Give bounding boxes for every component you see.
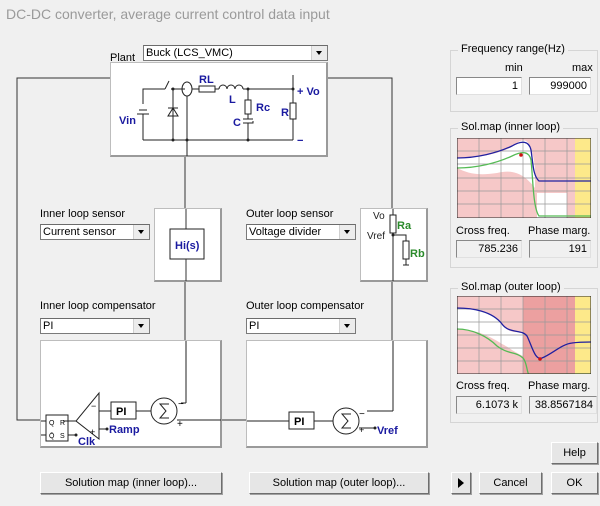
outer-sum-plus: + [359,425,364,435]
inner-comp-value: PI [43,320,54,332]
inner-phase-curve [457,152,591,217]
inner-sensor-label: Inner loop sensor [40,208,125,220]
inner-comp-select[interactable]: PI [40,318,150,334]
ok-button[interactable]: OK [551,472,598,494]
window-title: DC-DC converter, average current control… [6,6,330,22]
inner-sum-plus: + [177,419,183,430]
inner-operating-point [519,153,523,157]
freq-min-input[interactable]: 1 [456,77,522,95]
buck-schematic: Vin RL L Rc C R + Vo − [119,74,320,156]
inner-comp-panel: PI − + − + Q R Q̄ S Clk Ramp [40,340,222,448]
minus-label: − [297,135,303,147]
plant-select-value: Buck (LCS_VMC) [146,47,233,59]
rb-label: Rb [410,248,425,260]
inner-comp-label: Inner loop compensator [40,300,156,312]
rl-label: RL [199,74,214,86]
chevron-down-icon[interactable] [339,225,355,239]
freq-max-label: max [572,62,593,74]
inner-sum-minus: − [178,399,184,410]
outer-sensor-label: Outer loop sensor [246,208,334,220]
ramp-label: Ramp [109,424,140,436]
outer-comp-select[interactable]: PI [246,318,356,334]
inner-cross-label: Cross freq. [456,225,510,237]
chevron-down-icon[interactable] [133,225,149,239]
outer-phase-curve [457,328,591,374]
inner-phase-value: 191 [529,240,591,258]
outer-comp-label: Outer loop compensator [246,300,365,312]
outer-map-title: Sol.map (outer loop) [458,281,564,293]
chevron-down-icon[interactable] [311,46,327,60]
outer-sensor-select[interactable]: Voltage divider [246,224,356,240]
plant-select[interactable]: Buck (LCS_VMC) [143,45,328,61]
outer-sensor-panel: Vo Vref Ra Rb [360,208,428,282]
rc-label: Rc [256,102,270,114]
plant-schematic-panel: Vin RL L Rc C R + Vo − [110,62,328,157]
outer-pi-block: PI [294,416,304,428]
freq-max-input[interactable]: 999000 [529,77,591,95]
vo-label: + Vo [297,86,320,98]
ra-label: Ra [397,220,412,232]
l-label: L [229,94,236,106]
chevron-down-icon[interactable] [133,319,149,333]
ff-r: R [60,420,65,427]
hi-block-label: Hi(s) [175,240,200,252]
vo-label: Vo [373,211,385,222]
solution-map-outer-button[interactable]: Solution map (outer loop)... [249,472,429,494]
cancel-button[interactable]: Cancel [479,472,542,494]
freq-min-label: min [505,62,523,74]
c-label: C [233,117,241,129]
freq-range-title: Frequency range(Hz) [458,43,568,55]
outer-sensor-value: Voltage divider [249,226,322,238]
inner-sensor-select[interactable]: Current sensor [40,224,150,240]
outer-sum-minus: − [359,409,365,420]
inner-solution-map[interactable] [457,138,591,218]
outer-phase-value: 38.8567184 [529,396,597,414]
comp-minus: − [91,401,96,411]
outer-cross-label: Cross freq. [456,380,510,392]
outer-phase-label: Phase marg. [528,380,591,392]
expand-button[interactable] [451,472,471,494]
r-label: R [281,107,289,119]
ff-q: Q [49,420,55,427]
inner-pi-block: PI [116,406,126,418]
outer-comp-value: PI [249,320,260,332]
inner-magnitude-curve [457,141,591,182]
solution-map-inner-button[interactable]: Solution map (inner loop)... [40,472,222,494]
help-button[interactable]: Help [551,442,598,464]
vref-label: Vref [367,231,385,242]
inner-cross-value: 785.236 [456,240,522,258]
ff-qbar: Q̄ [49,432,55,440]
inner-phase-label: Phase marg. [528,225,591,237]
outer-operating-point [538,357,542,361]
chevron-down-icon[interactable] [339,319,355,333]
inner-map-title: Sol.map (inner loop) [458,121,564,133]
inner-sensor-panel: Hi(s) [154,208,222,282]
outer-solution-map[interactable] [457,296,591,374]
comp-plus: + [90,427,95,437]
vref-input-label: Vref [377,425,398,437]
outer-magnitude-curve [457,307,591,359]
clk-label: Clk [78,436,96,447]
outer-comp-panel: PI − + Vref [246,340,428,448]
outer-cross-value: 6.1073 k [456,396,522,414]
inner-sensor-value: Current sensor [43,226,116,238]
ff-s: S [60,433,65,440]
vin-label: Vin [119,115,136,127]
play-arrow-icon [458,478,464,489]
plant-label: Plant [110,52,136,64]
